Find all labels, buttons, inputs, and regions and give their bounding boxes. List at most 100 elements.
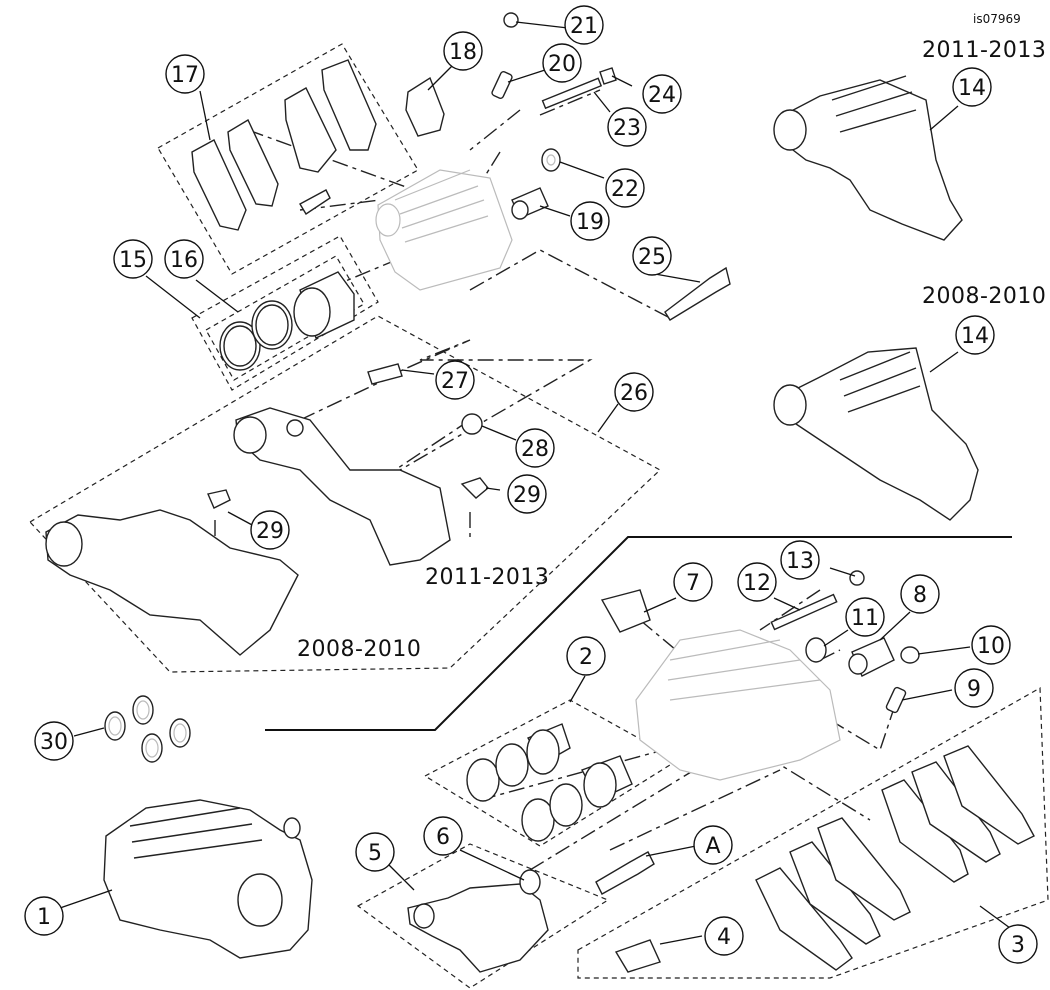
callout-23: 23 — [607, 107, 647, 147]
svg-text:18: 18 — [449, 40, 477, 65]
svg-text:23: 23 — [613, 116, 641, 141]
callout-18: 18 — [443, 31, 483, 71]
hardware-19-25 — [491, 12, 731, 321]
cap-10 — [900, 646, 920, 664]
callout-17: 17 — [165, 54, 205, 94]
brake-pad — [191, 139, 247, 231]
svg-text:26: 26 — [620, 381, 648, 406]
svg-text:22: 22 — [611, 177, 639, 202]
bolt-25 — [664, 266, 731, 321]
callout-22: 22 — [605, 168, 645, 208]
bleeder-cap-21 — [503, 12, 519, 28]
group-outlines — [29, 43, 1049, 989]
callout-3: 3 — [998, 924, 1038, 964]
svg-text:A: A — [705, 834, 720, 859]
callout-12: 12 — [737, 562, 777, 602]
clip-4 — [614, 939, 661, 973]
pad-spring — [299, 189, 331, 215]
svg-text:14: 14 — [958, 76, 986, 101]
svg-text:24: 24 — [648, 83, 676, 108]
callout-29-upper: 29 — [507, 474, 547, 514]
callout-5: 5 — [355, 832, 395, 872]
svg-text:6: 6 — [436, 825, 450, 850]
bushing-28 — [461, 413, 483, 435]
piston-seal-outline-15 — [191, 235, 379, 391]
hardware-7-13 — [600, 570, 920, 714]
svg-text:11: 11 — [851, 606, 879, 631]
callout-25: 25 — [632, 236, 672, 276]
pin-12 — [770, 593, 838, 631]
pad-clip-18 — [405, 76, 445, 137]
callout-27: 27 — [435, 360, 475, 400]
caliper-body-ghost-bottom — [635, 629, 841, 781]
callout-19: 19 — [570, 201, 610, 241]
caliper-2008-2010 — [773, 347, 979, 521]
year-label-caliper-2011-2013: 2011-2013 — [922, 38, 1047, 63]
svg-text:30: 30 — [40, 730, 68, 755]
bleeder-20 — [491, 70, 513, 100]
pistons-2 — [466, 723, 633, 842]
bracket-5 — [407, 851, 655, 973]
brake-pad — [284, 87, 337, 173]
svg-text:12: 12 — [743, 571, 771, 596]
svg-text:14: 14 — [961, 324, 989, 349]
brake-pad-set-17 — [191, 59, 445, 231]
callout-7: 7 — [673, 562, 713, 602]
piston-outline-2 — [423, 699, 680, 847]
callout-29-lower: 29 — [250, 510, 290, 550]
svg-text:29: 29 — [513, 483, 541, 508]
callout-14-2011-2013: 14 — [952, 67, 992, 107]
brake-pad-set-3 — [614, 745, 1035, 973]
bracket-outline-5 — [356, 843, 610, 989]
callout-14-2008-2010: 14 — [955, 315, 995, 355]
image-id: is07969 — [973, 12, 1021, 26]
bushing-6 — [519, 869, 541, 895]
svg-text:28: 28 — [521, 437, 549, 462]
svg-text:15: 15 — [119, 248, 147, 273]
bracket-2011-2013 — [233, 363, 489, 566]
bleeder-9 — [885, 686, 907, 714]
caliper-1 — [103, 799, 313, 959]
year-label-bracket-2011-2013: 2011-2013 — [425, 565, 550, 590]
callout-10: 10 — [971, 625, 1011, 665]
callout-30: 30 — [34, 721, 74, 761]
bolt-A — [595, 851, 655, 895]
svg-text:10: 10 — [977, 634, 1005, 659]
svg-text:17: 17 — [171, 63, 199, 88]
callout-16: 16 — [164, 239, 204, 279]
callout-A: A — [693, 825, 733, 865]
washer-11 — [805, 637, 827, 663]
svg-text:8: 8 — [913, 583, 927, 608]
callout-26: 26 — [614, 372, 654, 412]
pin-29b — [207, 489, 231, 509]
svg-text:4: 4 — [717, 925, 731, 950]
svg-text:3: 3 — [1011, 933, 1025, 958]
svg-text:27: 27 — [441, 369, 469, 394]
callout-20: 20 — [542, 43, 582, 83]
svg-text:19: 19 — [576, 210, 604, 235]
pad-set-outline-3 — [577, 686, 1049, 979]
callout-4: 4 — [704, 916, 744, 956]
callout-1: 1 — [24, 896, 64, 936]
svg-text:5: 5 — [368, 841, 382, 866]
callout-15: 15 — [113, 239, 153, 279]
svg-text:21: 21 — [570, 14, 598, 39]
callout-6: 6 — [423, 816, 463, 856]
pin-23 — [541, 77, 603, 110]
callout-8: 8 — [900, 574, 940, 614]
svg-text:20: 20 — [548, 52, 576, 77]
bracket-outline-26 — [29, 315, 662, 673]
plug-24 — [599, 67, 617, 85]
year-label-caliper-2008-2010: 2008-2010 — [922, 284, 1047, 309]
pistons-15-16 — [219, 271, 355, 371]
pin-27 — [367, 363, 403, 385]
bracket-2008-2010 — [45, 489, 299, 656]
callout-21: 21 — [564, 5, 604, 45]
callout-9: 9 — [954, 668, 994, 708]
clip-7 — [600, 589, 651, 633]
svg-text:9: 9 — [967, 677, 981, 702]
brake-pad — [227, 119, 279, 207]
callout-24: 24 — [642, 74, 682, 114]
callout-13: 13 — [780, 540, 820, 580]
svg-text:1: 1 — [37, 905, 51, 930]
